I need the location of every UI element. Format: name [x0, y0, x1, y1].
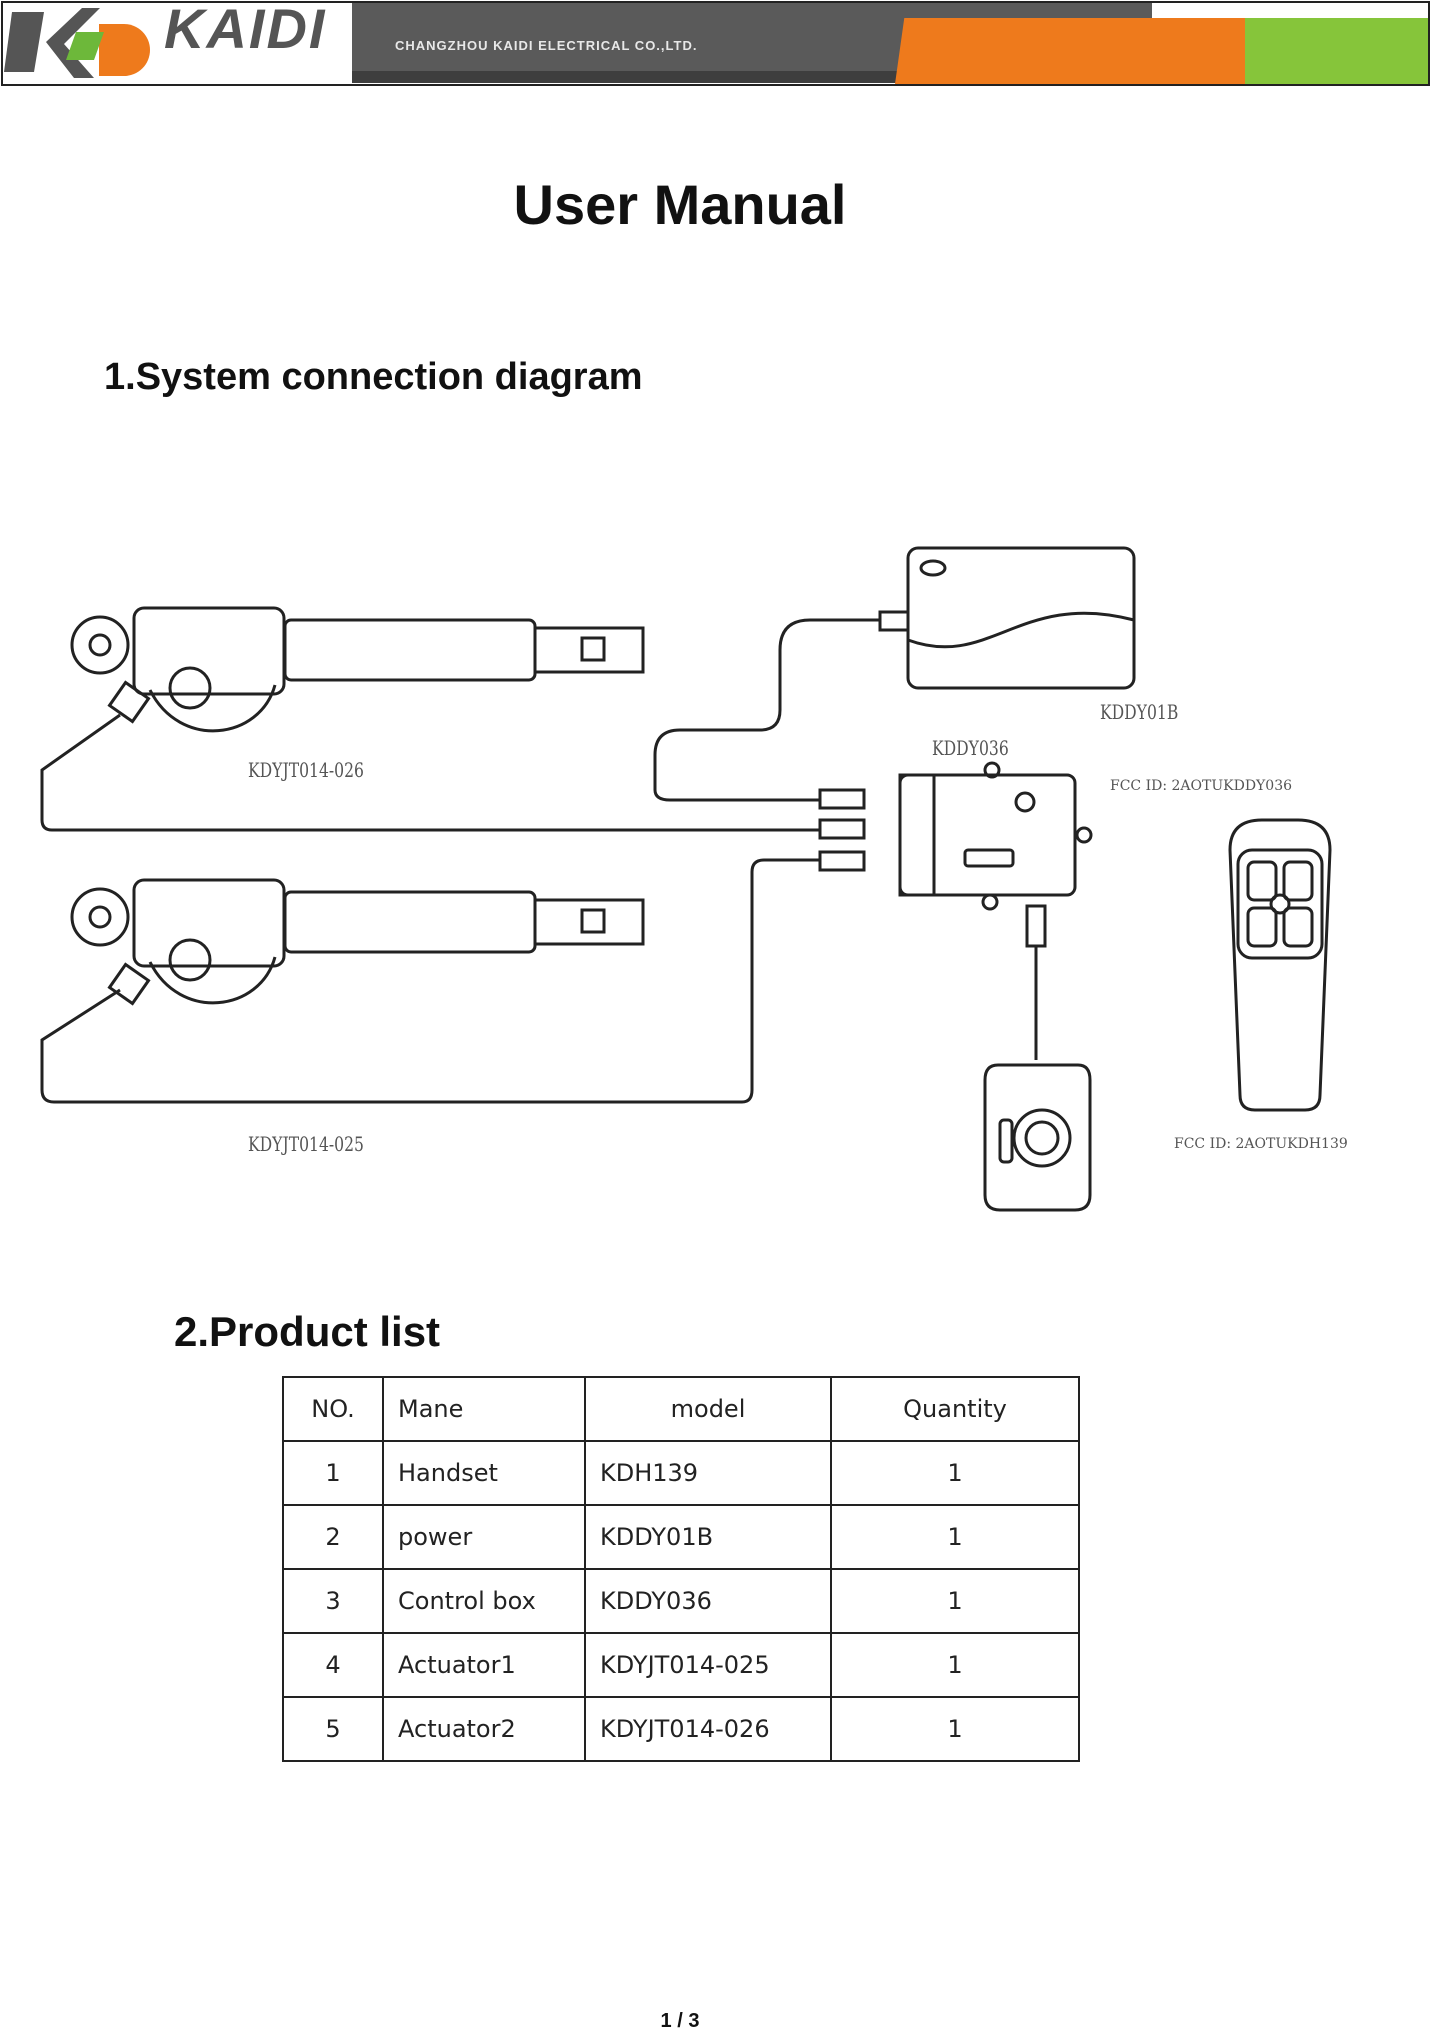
table-row: 3 Control box KDDY036 1 — [282, 1568, 1080, 1634]
brand-wordmark: KAIDI — [164, 0, 327, 60]
cell-model: KDDY036 — [584, 1568, 832, 1634]
section-heading-connection-diagram: 1.System connection diagram — [104, 356, 643, 398]
cell-name: Actuator1 — [382, 1632, 586, 1698]
cell-no: 1 — [282, 1440, 384, 1506]
page-header: KAIDI CHANGZHOU KAIDI ELECTRICAL CO.,LTD… — [0, 0, 1433, 88]
cell-quantity: 1 — [830, 1696, 1080, 1762]
cell-name: Control box — [382, 1568, 586, 1634]
table-row: 2 power KDDY01B 1 — [282, 1504, 1080, 1570]
label-fcc-handset: FCC ID: 2AOTUKDH139 — [1174, 1136, 1348, 1152]
cell-no: 3 — [282, 1568, 384, 1634]
label-fcc-control-box: FCC ID: 2AOTUKDDY036 — [1110, 778, 1293, 794]
table-header-row: NO. Mane model Quantity — [282, 1376, 1080, 1442]
cell-name: power — [382, 1504, 586, 1570]
cable-actuator-bottom — [40, 858, 820, 1104]
product-table: NO. Mane model Quantity 1 Handset KDH139… — [282, 1376, 1080, 1762]
table-row: 4 Actuator1 KDYJT014-025 1 — [282, 1632, 1080, 1698]
cell-name: Actuator2 — [382, 1696, 586, 1762]
cell-model: KDDY01B — [584, 1504, 832, 1570]
actuator-top-icon — [70, 606, 645, 733]
column-header: NO. — [282, 1376, 384, 1442]
cell-name: Handset — [382, 1440, 586, 1506]
page-number: 1 / 3 — [660, 2010, 700, 2032]
cell-no: 4 — [282, 1632, 384, 1698]
company-name: CHANGZHOU KAIDI ELECTRICAL CO.,LTD. — [395, 38, 698, 53]
table-row: 1 Handset KDH139 1 — [282, 1440, 1080, 1506]
column-header: Quantity — [830, 1376, 1080, 1442]
document-title: User Manual — [513, 173, 847, 236]
cell-quantity: 1 — [830, 1568, 1080, 1634]
cell-quantity: 1 — [830, 1632, 1080, 1698]
label-actuator-top: KDYJT014-026 — [248, 758, 364, 782]
kaidi-logo: KAIDI — [4, 0, 354, 84]
cable-power — [653, 618, 880, 802]
cell-model: KDYJT014-025 — [584, 1632, 832, 1698]
wired-handset-icon — [983, 1063, 1092, 1212]
cable-actuator-top — [40, 713, 820, 832]
column-header: model — [584, 1376, 832, 1442]
control-box-icon — [898, 761, 1093, 911]
section-heading-product-list: 2.Product list — [174, 1308, 441, 1355]
label-control-box: KDDY036 — [932, 736, 1009, 760]
connection-diagram-drawing — [40, 546, 1332, 1212]
cell-model: KDYJT014-026 — [584, 1696, 832, 1762]
wireless-remote-icon — [1228, 818, 1332, 1112]
cell-quantity: 1 — [830, 1440, 1080, 1506]
header-green-band — [1245, 18, 1430, 84]
table-row: 5 Actuator2 KDYJT014-026 1 — [282, 1696, 1080, 1762]
logo-mark-icon — [4, 8, 150, 78]
handset-plug — [1025, 904, 1047, 948]
system-connection-diagram: KDYJT014-026 KDYJT014-025 KDDY01B KDDY03… — [30, 520, 1410, 1220]
label-actuator-bottom: KDYJT014-025 — [248, 1132, 364, 1156]
power-supply-icon — [878, 546, 1136, 690]
header-frame — [1, 1, 1430, 86]
cell-quantity: 1 — [830, 1504, 1080, 1570]
column-header: Mane — [382, 1376, 586, 1442]
cell-model: KDH139 — [584, 1440, 832, 1506]
cell-no: 5 — [282, 1696, 384, 1762]
label-power: KDDY01B — [1100, 700, 1179, 724]
actuator-bottom-icon — [70, 878, 645, 1006]
cell-no: 2 — [282, 1504, 384, 1570]
